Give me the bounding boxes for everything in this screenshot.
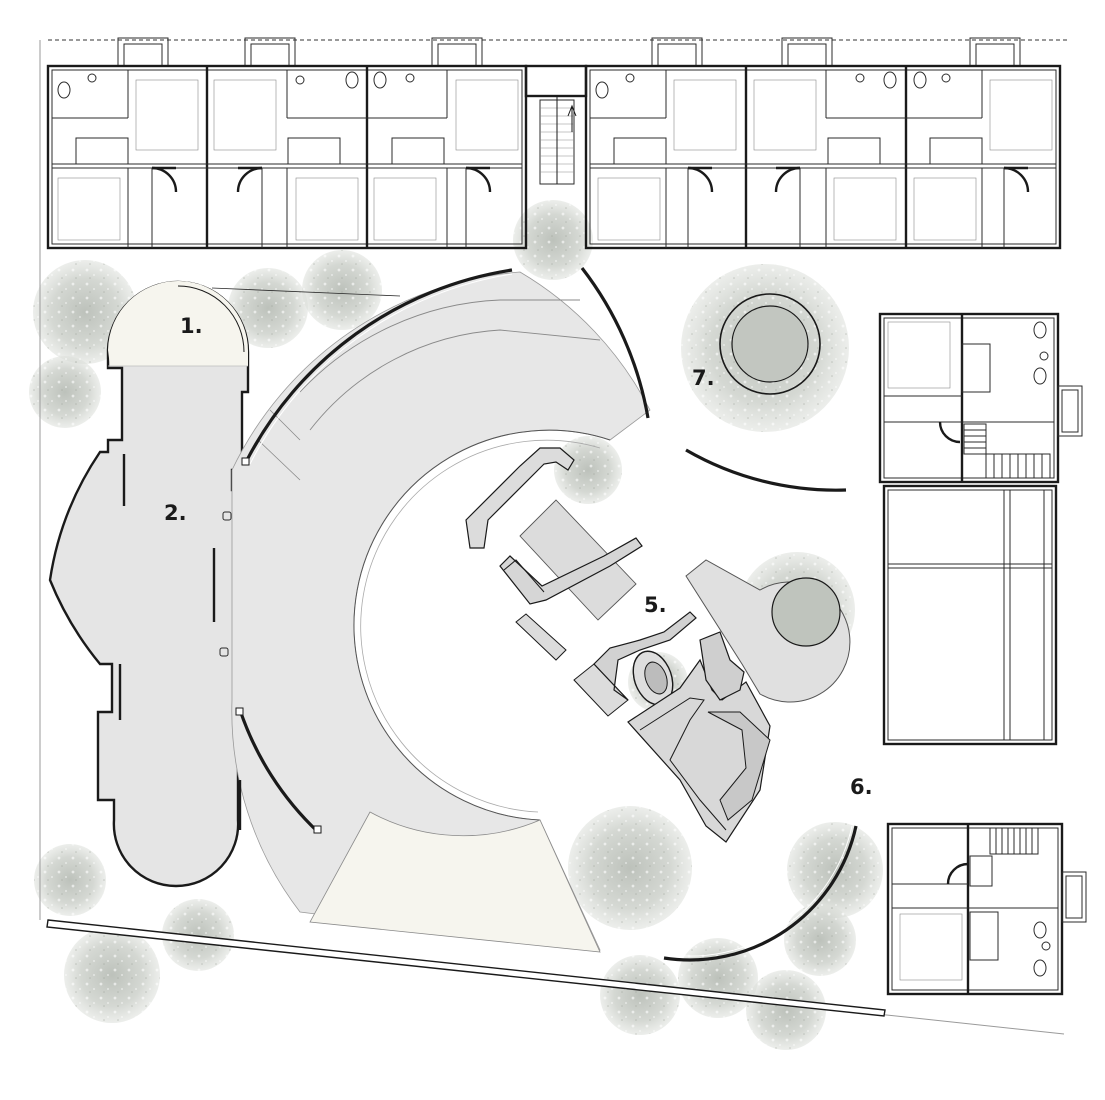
tree-canopy-icon [162, 899, 234, 971]
door-swing-icon [938, 421, 961, 444]
tree-canopy-icon [568, 806, 692, 930]
tree-canopy-icon [746, 970, 826, 1050]
stair-icon [969, 827, 1039, 887]
circular-feature-7 [685, 293, 847, 492]
play-area-5 [465, 447, 851, 843]
tree-canopy-icon [29, 356, 101, 428]
label-area-7: 7. [692, 366, 715, 390]
tree-canopy-icon [34, 844, 106, 916]
tree-canopy-icon [64, 927, 160, 1023]
tree-canopy-icon [554, 436, 622, 504]
left-pavilion [48, 280, 250, 888]
right-court [882, 484, 1058, 746]
tree-canopy-icon [784, 904, 856, 976]
site-boundary [39, 39, 1070, 1035]
label-area-2: 2. [164, 501, 187, 525]
curved-wall-6 [663, 825, 858, 962]
tree-canopy-icon [228, 268, 308, 348]
label-area-5: 5. [644, 593, 667, 617]
ring-paving [211, 267, 651, 953]
right-house-upper [878, 312, 1083, 484]
apartment-block [46, 37, 1062, 250]
door-swing-icon [946, 862, 969, 885]
door-swing-icon [151, 166, 1030, 193]
tree-canopy-icon [600, 955, 680, 1035]
label-area-1: 1. [180, 314, 203, 338]
stair-icon [963, 423, 1051, 479]
tree-canopy-icon [302, 250, 382, 330]
balconies [117, 37, 1021, 67]
label-area-6: 6. [850, 775, 873, 799]
tree-canopy-icon [513, 200, 593, 280]
stair-icon [524, 64, 588, 185]
right-house-lower [886, 822, 1087, 996]
